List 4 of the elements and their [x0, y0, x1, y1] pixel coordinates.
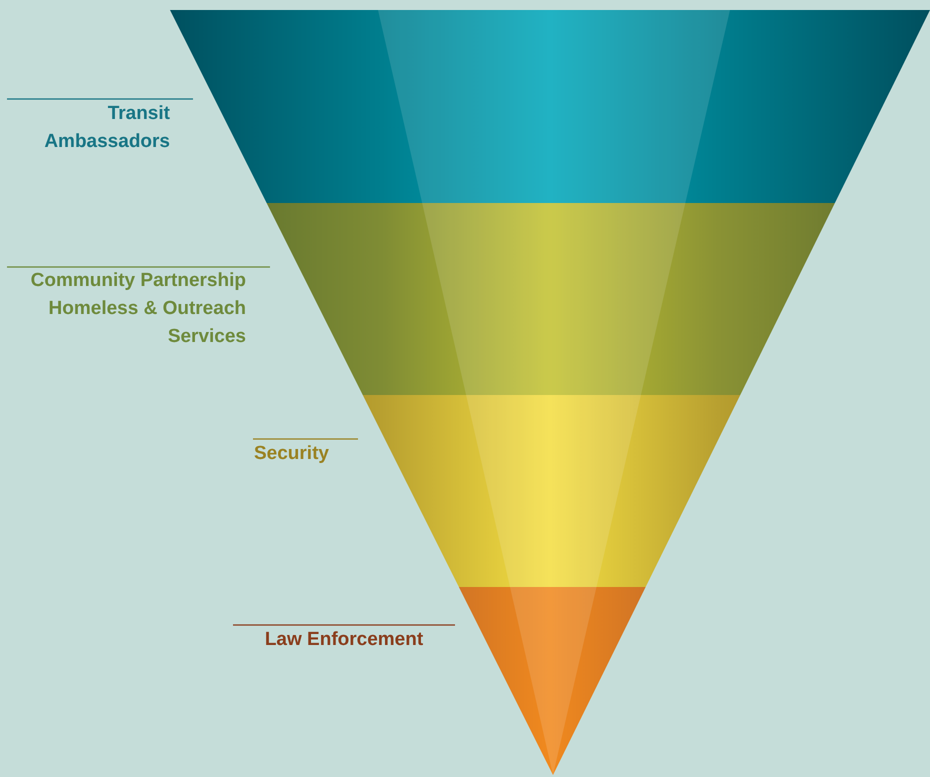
band-label: Law Enforcement — [264, 628, 424, 652]
band-label: Security — [254, 442, 330, 466]
band-label: Transit Ambassadors — [43, 102, 170, 154]
band-label: Community Partnership Homeless & Outreach Services — [30, 269, 246, 349]
